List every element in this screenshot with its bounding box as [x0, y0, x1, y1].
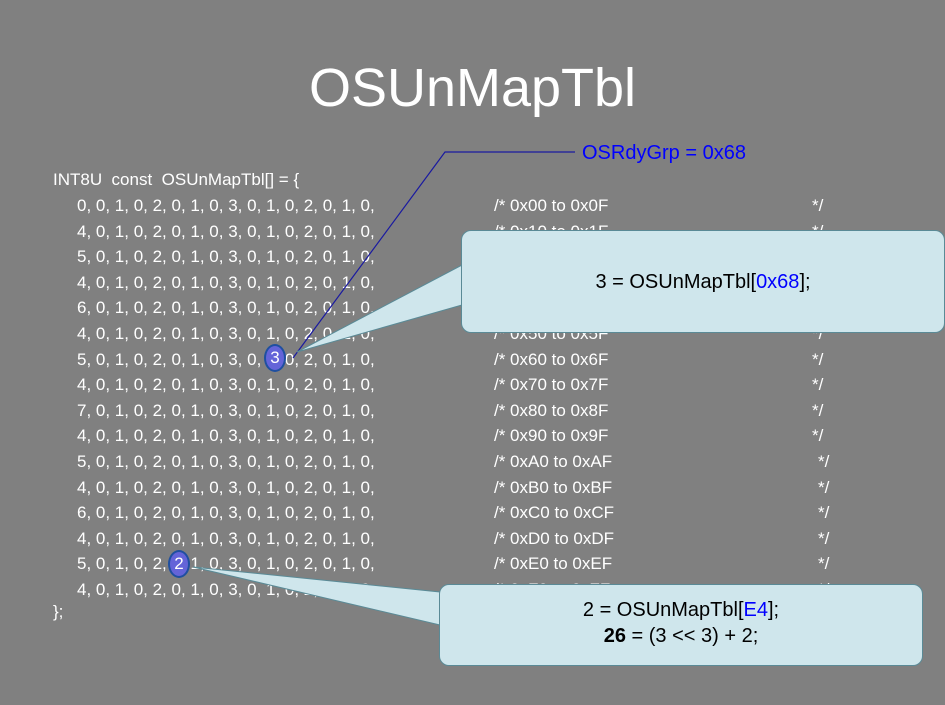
table-row-values: 5, 0, 1, 0, 2, 0, 1, 0, 3, 0, 1, 0, 2, 0… — [77, 247, 375, 266]
table-row-comment: /* 0xC0 to 0xCF — [494, 503, 614, 522]
highlight-circle-top: 3 — [264, 344, 286, 372]
callout-box-2: 2 = OSUnMapTbl[E4]; 26 = (3 << 3) + 2; — [439, 584, 923, 666]
code-header: INT8U const OSUnMapTbl[] = { — [53, 170, 300, 189]
table-row-values: 4, 0, 1, 0, 2, 0, 1, 0, 3, 0, 1, 0, 2, 0… — [77, 375, 375, 394]
table-row-comment: /* 0xE0 to 0xEF — [494, 554, 613, 573]
table-row-comment-end: */ — [818, 452, 830, 471]
table-row-values: 5, 0, 1, 0, 2, 0, 1, 0, 3, 0, 1, 0, 2, 0… — [77, 452, 375, 471]
callout2-pointer — [192, 566, 441, 626]
table-row-values: 6, 0, 1, 0, 2, 0, 1, 0, 3, 0, 1, 0, 2, 0… — [77, 298, 375, 317]
table-row-comment-end: */ — [812, 401, 824, 420]
table-row-values: 4, 0, 1, 0, 2, 0, 1, 0, 3, 0, 1, 0, 2, 0… — [77, 426, 375, 445]
pointer-line-top — [292, 151, 575, 359]
table-row-comment: /* 0x80 to 0x8F — [494, 401, 609, 420]
table-row-comment: /* 0xB0 to 0xBF — [494, 478, 613, 497]
table-row-values: 7, 0, 1, 0, 2, 0, 1, 0, 3, 0, 1, 0, 2, 0… — [77, 401, 375, 420]
callout2-line1-highlight: E4 — [743, 599, 768, 621]
callout2-line2: 26 = (3 << 3) + 2; — [440, 623, 922, 649]
table-row-comment: /* 0x00 to 0x0F — [494, 196, 609, 215]
table-row-comment-end: */ — [818, 554, 830, 573]
table-row-values: 4, 0, 1, 0, 2, 0, 1, 0, 3, 0, 1, 0, 2, 0… — [77, 222, 375, 241]
callout2-line2-bold: 26 — [603, 625, 626, 647]
table-row-comment-end: */ — [812, 375, 824, 394]
callout1-suffix: ]; — [799, 271, 811, 293]
table-row-values: 4, 0, 1, 0, 2, 0, 1, 0, 3, 0, 1, 0, 2, 0… — [77, 529, 375, 548]
slide-title: OSUnMapTbl — [308, 58, 637, 118]
table-row-comment-end: */ — [812, 196, 824, 215]
table-row-values: 0, 0, 1, 0, 2, 0, 1, 0, 3, 0, 1, 0, 2, 0… — [77, 196, 375, 215]
callout2-line2-rest: = (3 << 3) + 2; — [625, 625, 759, 647]
callout-box-1: 3 = OSUnMapTbl[0x68]; — [461, 230, 945, 333]
osrdygrp-label: OSRdyGrp = 0x68 — [582, 142, 746, 164]
highlight-circle-bottom: 2 — [168, 550, 190, 578]
callout2-line1: 2 = OSUnMapTbl[E4]; — [440, 597, 922, 623]
table-row-values: 6, 0, 1, 0, 2, 0, 1, 0, 3, 0, 1, 0, 2, 0… — [77, 503, 375, 522]
callout2-line1-suffix: ]; — [767, 599, 780, 621]
table-row-comment: /* 0xA0 to 0xAF — [494, 452, 613, 471]
table-row-values: 4, 0, 1, 0, 2, 0, 1, 0, 3, 0, 1, 0, 2, 0… — [77, 478, 375, 497]
table-row-comment-end: */ — [818, 529, 830, 548]
table-row-values: 4, 0, 1, 0, 2, 0, 1, 0, 3, 0, 1, 0, 2, 0… — [77, 273, 375, 292]
table-row-comment: /* 0xD0 to 0xDF — [494, 529, 614, 548]
table-row-comment: /* 0x70 to 0x7F — [494, 375, 609, 394]
table-row-comment-end: */ — [812, 324, 824, 343]
table-row-comment: /* 0x60 to 0x6F — [494, 350, 609, 369]
table-row-comment: /* 0x90 to 0x9F — [494, 426, 609, 445]
callout1-prefix: 3 = OSUnMapTbl[ — [595, 271, 757, 293]
callout1-pointer — [296, 264, 463, 353]
callout2-line1-prefix: 2 = OSUnMapTbl[ — [582, 599, 744, 621]
table-row-comment-end: */ — [818, 478, 830, 497]
code-footer: }; — [53, 602, 64, 621]
callout1-highlight: 0x68 — [756, 271, 800, 293]
table-row-comment-end: */ — [818, 503, 830, 522]
table-row-comment-end: */ — [812, 426, 824, 445]
table-row-comment-end: */ — [812, 350, 824, 369]
